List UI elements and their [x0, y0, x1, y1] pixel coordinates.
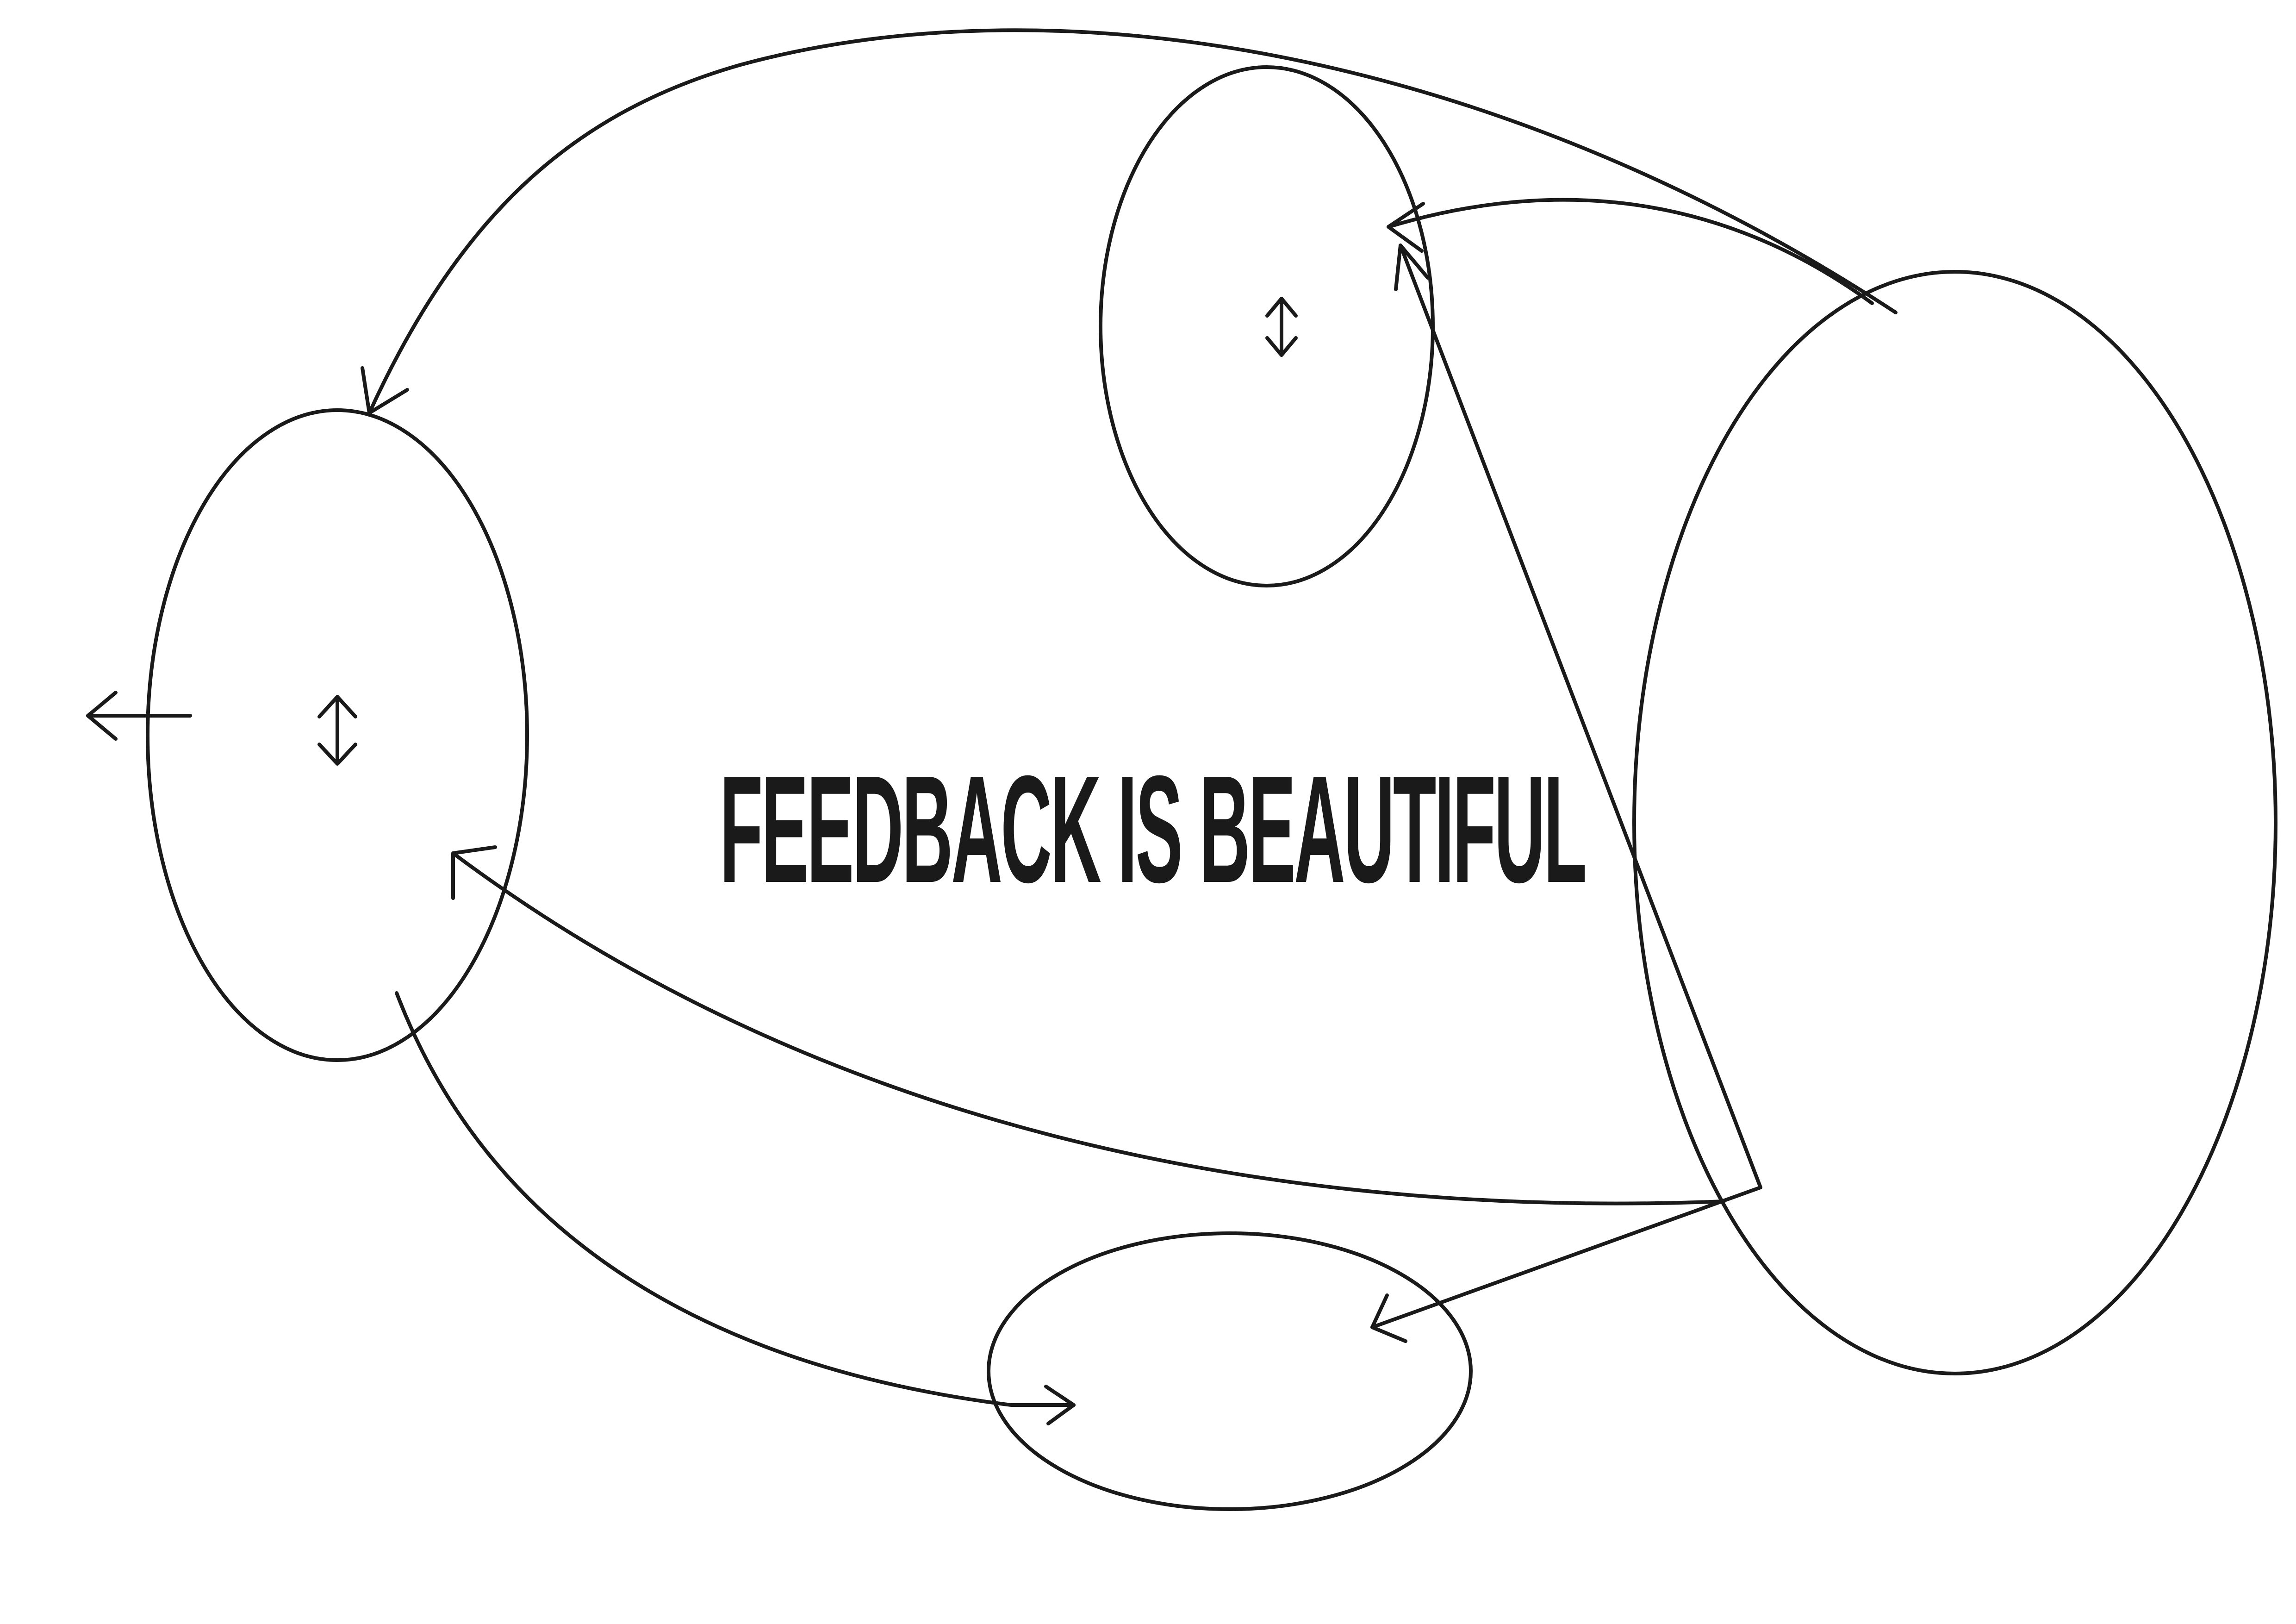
arrowhead-bottom [1370, 1293, 1407, 1343]
double-arrow-icon [317, 695, 357, 766]
arrowhead-outward [86, 691, 118, 741]
connection-right-to-top-line [1399, 244, 1762, 1189]
arrowhead-top-line [1394, 244, 1430, 291]
right-node [1632, 270, 2277, 1375]
bottom-node [987, 1231, 1473, 1511]
arrowhead-left-top [361, 366, 409, 415]
connection-right-to-bottom [1370, 1186, 1762, 1329]
top-node [1099, 65, 1435, 587]
left-node [146, 408, 529, 1062]
arrowhead-bottom-left [1044, 1385, 1076, 1425]
arrowhead-left-bottom [451, 845, 497, 900]
connection-right-to-left-bottom [451, 851, 1726, 1206]
arrowhead-top-arc [1387, 202, 1425, 253]
connection-right-to-left-top [367, 28, 1898, 415]
connection-right-to-top-arc [1387, 198, 1874, 305]
connection-left-to-bottom [395, 991, 1076, 1407]
double-arrow-icon [1265, 297, 1298, 357]
diagram-title: FEEDBACK IS BEAUTIFUL [720, 743, 1586, 914]
